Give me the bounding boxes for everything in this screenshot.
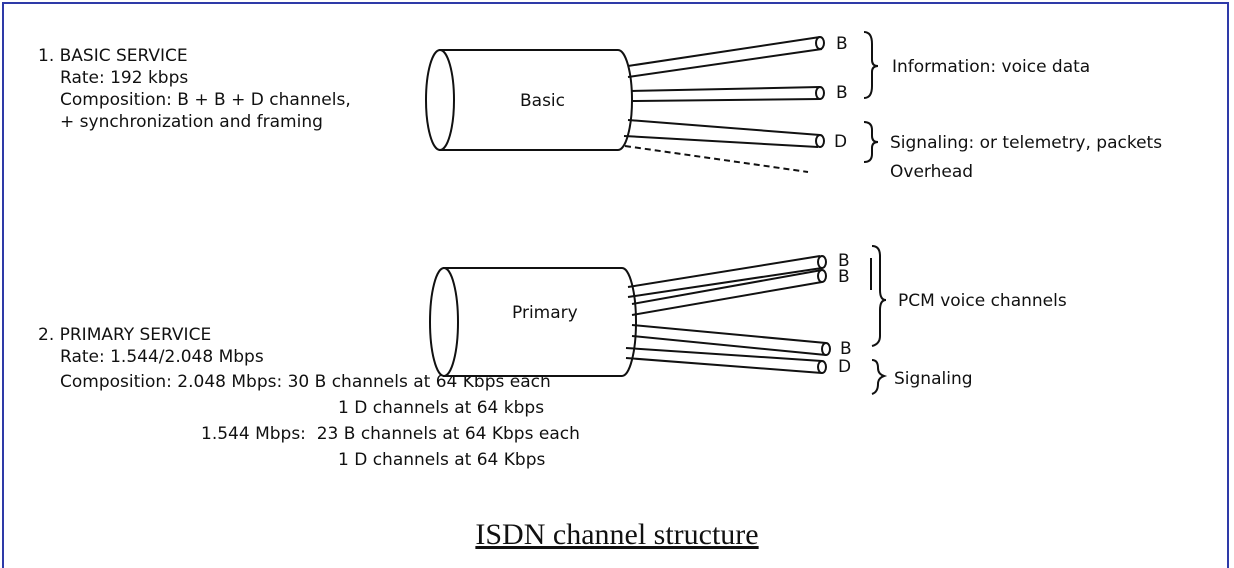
- primary-channel-b3: B: [840, 339, 852, 359]
- primary-channel-b2: B: [838, 267, 850, 287]
- basic-channel-d: D: [834, 132, 847, 152]
- basic-overhead-label: Overhead: [890, 162, 973, 182]
- basic-wire-d: [623, 119, 825, 173]
- basic-composition-line-2: + synchronization and framing: [60, 112, 323, 132]
- primary-wire-b1: [627, 255, 827, 298]
- basic-signaling-label: Signaling: or telemetry, packets: [890, 133, 1162, 153]
- primary-channel-d: D: [838, 357, 851, 377]
- basic-service-title: 1. BASIC SERVICE: [38, 46, 188, 66]
- primary-wire-b3: [631, 324, 831, 356]
- primary-rate: Rate: 1.544/2.048 Mbps: [60, 347, 264, 367]
- basic-info-brace: [863, 31, 879, 99]
- primary-cable-label: Primary: [512, 303, 578, 323]
- basic-channel-b2: B: [836, 83, 848, 103]
- basic-signaling-brace: [863, 121, 879, 163]
- basic-channel-b1: B: [836, 34, 848, 54]
- basic-rate: Rate: 192 kbps: [60, 68, 189, 88]
- basic-wire-b2: [630, 86, 825, 102]
- primary-pcm-label: PCM voice channels: [898, 291, 1067, 311]
- primary-composition-line-1: Composition: 2.048 Mbps: 30 B channels a…: [60, 372, 551, 392]
- primary-composition-line-4: 1 D channels at 64 Kbps: [338, 450, 546, 470]
- basic-cable: [425, 49, 633, 151]
- basic-composition-line-1: Composition: B + B + D channels,: [60, 90, 351, 110]
- primary-signaling-brace: [871, 359, 888, 395]
- primary-pcm-brace: [871, 245, 887, 347]
- basic-wire-b1: [627, 36, 825, 78]
- primary-wire-b2: [631, 269, 827, 316]
- primary-cable: [429, 267, 637, 377]
- primary-channel-b1: B: [838, 251, 850, 271]
- primary-composition-line-2: 1 D channels at 64 kbps: [338, 398, 545, 418]
- primary-service-title: 2. PRIMARY SERVICE: [38, 325, 212, 345]
- primary-signaling-label: Signaling: [894, 369, 973, 389]
- primary-wire-d: [625, 347, 827, 374]
- primary-composition-line-3: 1.544 Mbps: 23 B channels at 64 Kbps eac…: [201, 424, 580, 444]
- figure-caption: ISDN channel structure: [475, 518, 759, 551]
- basic-cable-label: Basic: [520, 91, 565, 111]
- basic-info-label: Information: voice data: [892, 57, 1090, 77]
